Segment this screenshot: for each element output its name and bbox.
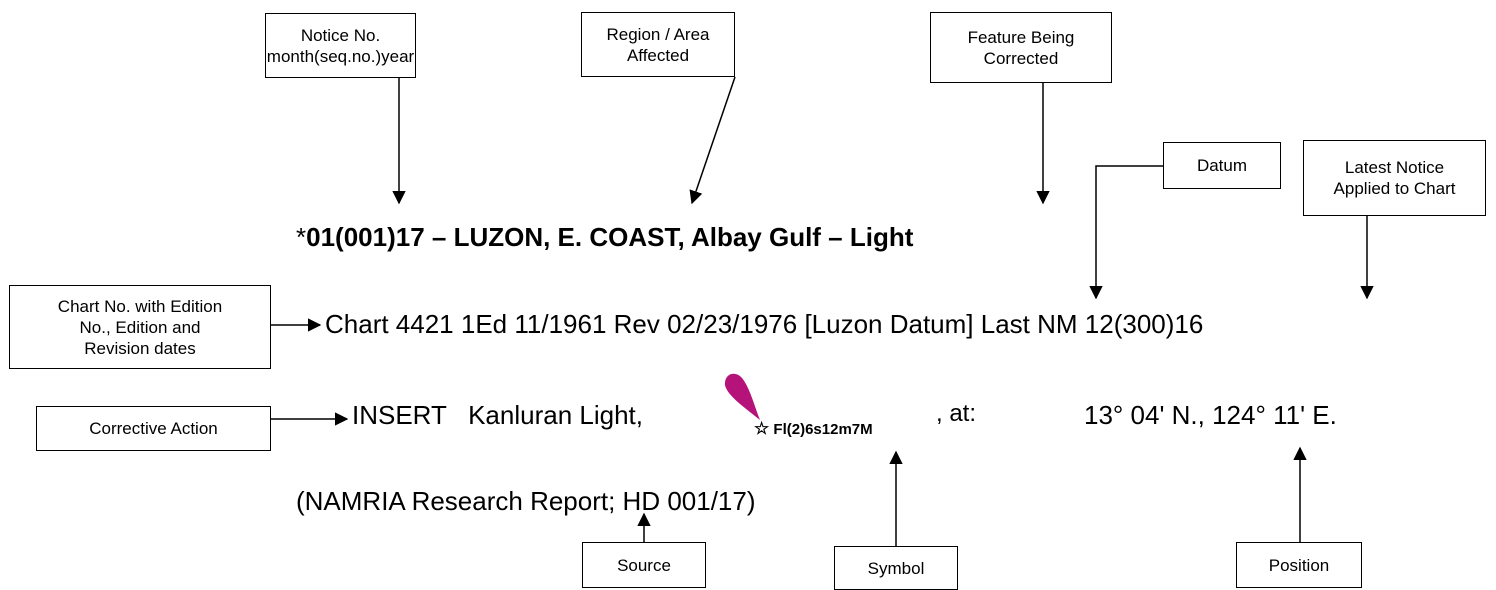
corrective-action-box: Corrective Action	[36, 406, 271, 451]
action-line: INSERT Kanluran Light,	[352, 400, 643, 430]
light-flare-icon	[724, 373, 760, 420]
light-characteristic: ☆ Fl(2)6s12m7M	[754, 419, 873, 439]
feature-box: Feature Being Corrected	[930, 12, 1112, 83]
position-box: Position	[1236, 542, 1362, 588]
position-value: 13° 04' N., 124° 11' E.	[1084, 400, 1337, 430]
light-characteristic-text: Fl(2)6s12m7M	[773, 421, 873, 438]
latest-notice-box: Latest Notice Applied to Chart	[1303, 140, 1486, 216]
chart-line: Chart 4421 1Ed 11/1961 Rev 02/23/1976 [L…	[325, 309, 1204, 339]
position-label: Position	[1268, 555, 1330, 575]
source-box: Source	[582, 542, 706, 588]
headline-text: 01(001)17 – LUZON, E. COAST, Albay Gulf …	[306, 222, 914, 252]
arrow-region	[689, 76, 736, 205]
feature-label: Feature Being Corrected	[967, 27, 1075, 68]
datum-box: Datum	[1163, 142, 1281, 189]
corrective-action-label: Corrective Action	[89, 419, 218, 438]
notice-no-label: Notice No. month(seq.no.)year	[266, 25, 415, 66]
chart-no-label: Chart No. with Edition No., Edition and …	[57, 296, 223, 358]
region-label: Region / Area Affected	[606, 24, 710, 65]
star-icon: ☆	[754, 419, 770, 438]
at-label: , at:	[936, 400, 977, 427]
headline-prefix: *	[296, 222, 307, 252]
arrow-datum	[1089, 165, 1163, 300]
source-label: Source	[617, 555, 671, 575]
chart-no-box: Chart No. with Edition No., Edition and …	[9, 285, 271, 369]
source-line: (NAMRIA Research Report; HD 001/17)	[296, 486, 756, 516]
symbol-box: Symbol	[834, 546, 958, 590]
symbol-label: Symbol	[867, 558, 925, 578]
notice-no-box: Notice No. month(seq.no.)year	[265, 13, 416, 78]
latest-notice-label: Latest Notice Applied to Chart	[1333, 158, 1456, 198]
region-box: Region / Area Affected	[581, 12, 735, 77]
notice-headline: *01(001)17 – LUZON, E. COAST, Albay Gulf…	[296, 222, 913, 253]
datum-label: Datum	[1196, 156, 1248, 175]
